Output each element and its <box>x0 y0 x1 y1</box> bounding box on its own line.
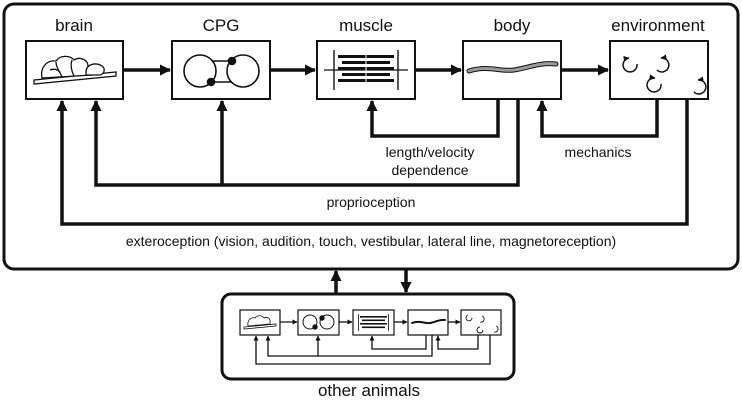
brain-label: brain <box>55 16 93 35</box>
body-label: body <box>494 16 531 35</box>
cpg-label: CPG <box>203 16 240 35</box>
other-animals-frame <box>220 292 516 381</box>
cpg-box <box>171 40 271 100</box>
muscle-label: muscle <box>339 16 393 35</box>
worm-body-icon <box>466 61 559 74</box>
environment-label: environment <box>611 16 705 35</box>
other-animals-label: other animals <box>318 381 420 400</box>
system-frame <box>2 2 740 271</box>
exteroception-label: exteroception (vision, audition, touch, … <box>126 233 616 249</box>
brain-icon <box>33 55 117 85</box>
mechanics-label: mechanics <box>565 144 632 160</box>
length-velocity-label-line2: dependence <box>391 162 468 178</box>
cpg-circuit-icon <box>183 54 260 88</box>
length-velocity-label-line1: length/velocity <box>386 144 475 160</box>
muscle-fiber-icon <box>324 50 408 90</box>
other-animals-mini-diagram <box>239 309 502 365</box>
proprioception-label: proprioception <box>327 194 416 210</box>
feedback-lines <box>56 99 689 294</box>
flow-swirl-icon <box>622 54 707 95</box>
